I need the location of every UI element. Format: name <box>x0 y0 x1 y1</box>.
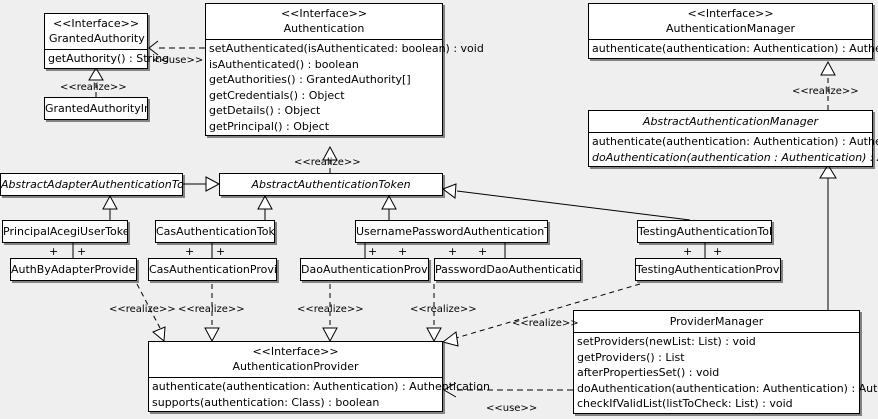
member-row: getAuthority() : String <box>48 52 170 65</box>
class-box-abstract-authentication-token[interactable]: AbstractAuthenticationToken <box>219 173 443 196</box>
member-row: doAuthentication(authentication: Authent… <box>577 381 878 395</box>
multiplicity-plus: + <box>368 245 378 258</box>
stereotype-label: <<Interface>> <box>52 17 140 30</box>
edge-label-realize-authbyadapterprovider: <<realize>> <box>109 304 176 315</box>
stereotype-label: <<Interface>> <box>687 7 774 20</box>
class-box-cas-authentication-token[interactable]: CasAuthenticationToken <box>155 220 275 243</box>
multiplicity-plus: + <box>77 245 87 258</box>
class-box-password-dao-authentication-provider[interactable]: PasswordDaoAuthenticationProvider <box>434 258 581 281</box>
edge-label-realize-passworddaoauthenticationprovider: <<realize>> <box>410 304 477 315</box>
multiplicity-plus: + <box>216 245 226 258</box>
member-row: supports(authentication: Class) : boolea… <box>152 395 380 409</box>
class-box-username-password-authentication-token[interactable]: UsernamePasswordAuthenticationToken <box>355 220 548 243</box>
edge-label-realize-abstractauthenticationmanager: <<realize>> <box>792 86 859 97</box>
stereotype-label: <<Interface>> <box>252 345 339 358</box>
class-box-auth-by-adapter-provider[interactable]: AuthByAdapterProvider <box>10 258 137 281</box>
member-row: authenticate(authentication: Authenticat… <box>592 42 878 55</box>
edge-label-use-authentication-grantedauthority: <<use>> <box>152 55 204 66</box>
class-name-label: AbstractAuthenticationManager <box>642 115 819 128</box>
member-row: setAuthenticated(isAuthenticated: boolea… <box>209 42 484 55</box>
edge-label-realize-casauthenticationprovider: <<realize>> <box>178 304 245 315</box>
member-row: authenticate(authentication: Authenticat… <box>152 380 490 393</box>
member-row: doAuthentication(authentication : Authen… <box>592 150 878 164</box>
members-compartment-authentication-manager: authenticate(authentication: Authenticat… <box>589 39 878 58</box>
edge-label-realize-daoauthenticationprovider: <<realize>> <box>297 304 364 315</box>
members-compartment-provider-manager: setProviders(newList: List) : void getPr… <box>574 332 878 413</box>
class-name-label: GrantedAuthority <box>49 32 145 45</box>
multiplicity-plus: + <box>683 245 693 258</box>
class-box-authentication[interactable]: <<Interface>> Authentication setAuthenti… <box>205 3 484 136</box>
class-box-principal-acegi-user-token[interactable]: PrincipalAcegiUserToken <box>2 220 128 243</box>
multiplicity-plus: + <box>448 245 458 258</box>
class-header-provider-manager: ProviderManager <box>574 311 859 332</box>
class-name-label: AuthenticationManager <box>666 22 795 35</box>
class-box-cas-authentication-provider[interactable]: CasAuthenticationProvider <box>148 258 277 281</box>
class-box-abstract-authentication-manager[interactable]: AbstractAuthenticationManager authentica… <box>588 110 878 167</box>
member-row: setProviders(newList: List) : void <box>577 335 756 348</box>
members-compartment-abstract-authentication-manager: authenticate(authentication: Authenticat… <box>589 132 878 166</box>
class-box-testing-authentication-provider[interactable]: TestingAuthenticationProvider <box>635 258 781 281</box>
class-box-authentication-provider[interactable]: <<Interface>> AuthenticationProvider aut… <box>148 341 490 412</box>
member-row: getAuthorities() : GrantedAuthority[] <box>209 73 411 86</box>
edge-label-realize-grantedauthorityimpl: <<realize>> <box>60 82 127 93</box>
class-header-authentication-manager: <<Interface>> AuthenticationManager <box>589 4 872 39</box>
class-header-abstract-authentication-manager: AbstractAuthenticationManager <box>589 111 872 132</box>
class-name-label: Authentication <box>283 22 365 35</box>
class-box-granted-authority[interactable]: <<Interface>> GrantedAuthority getAuthor… <box>44 13 170 69</box>
member-row: getPrincipal() : Object <box>209 119 330 133</box>
class-header-granted-authority: <<Interface>> GrantedAuthority <box>45 14 147 49</box>
class-box-granted-authority-impl[interactable]: GrantedAuthorityImpl <box>44 97 148 120</box>
class-box-dao-authentication-provider[interactable]: DaoAuthenticationProvider <box>300 258 429 281</box>
edge-label-realize-testingauthenticationprovider: <<realize>> <box>512 318 579 329</box>
stereotype-label: <<Interface>> <box>280 7 368 20</box>
member-row: authenticate(authentication: Authenticat… <box>592 135 878 148</box>
class-box-provider-manager[interactable]: ProviderManager setProviders(newList: Li… <box>573 310 878 414</box>
edge-label-use-providermanager: <<use>> <box>486 403 538 414</box>
class-box-testing-authentication-token[interactable]: TestingAuthenticationToken <box>637 220 772 243</box>
members-compartment-granted-authority: getAuthority() : String <box>45 49 170 68</box>
member-row: checkIfValidList(listToCheck: List) : vo… <box>577 397 793 410</box>
multiplicity-plus: + <box>185 245 195 258</box>
members-compartment-authentication: setAuthenticated(isAuthenticated: boolea… <box>206 39 484 135</box>
class-name-label: ProviderManager <box>669 315 764 328</box>
class-header-authentication-provider: <<Interface>> AuthenticationProvider <box>149 342 442 377</box>
class-header-authentication: <<Interface>> Authentication <box>206 4 442 39</box>
class-box-authentication-manager[interactable]: <<Interface>> AuthenticationManager auth… <box>588 3 878 59</box>
member-row: getProviders() : List <box>577 350 685 364</box>
member-row: afterPropertiesSet() : void <box>577 366 720 379</box>
multiplicity-plus: + <box>49 245 59 258</box>
multiplicity-plus: + <box>478 245 488 258</box>
multiplicity-plus: + <box>713 245 723 258</box>
member-row: isAuthenticated() : boolean <box>209 57 359 71</box>
class-name-label: AuthenticationProvider <box>232 360 359 373</box>
members-compartment-authentication-provider: authenticate(authentication: Authenticat… <box>149 377 490 411</box>
member-row: getDetails() : Object <box>209 104 321 117</box>
multiplicity-plus: + <box>398 245 408 258</box>
member-row: getCredentials() : Object <box>209 88 345 102</box>
class-box-abstract-adapter-authentication-token[interactable]: AbstractAdapterAuthenticationToken <box>0 173 183 196</box>
edge-label-realize-abstractauthenticationtoken: <<realize>> <box>294 157 361 168</box>
